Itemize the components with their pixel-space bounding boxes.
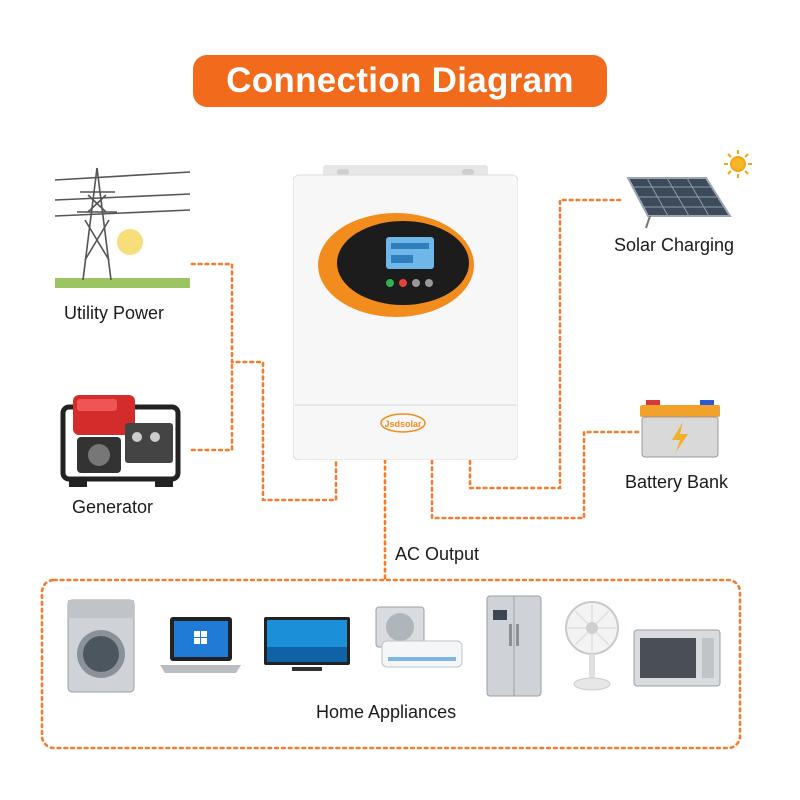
laptop-icon [158,615,243,677]
svg-text:Jsdsolar: Jsdsolar [384,419,422,429]
generator-icon [55,385,190,490]
home-appliances-label: Home Appliances [316,702,457,722]
inverter-unit: Jsdsolar [293,165,518,460]
diagram-title: Connection Diagram [193,55,607,107]
diagram-title-text: Connection Diagram [226,61,574,100]
fan-icon [562,598,622,694]
ac-output-label: AC Output [395,544,480,564]
air-conditioner-icon [370,605,465,680]
battery-bank-label: Battery Bank [625,472,729,492]
generator-label: Generator [72,497,154,517]
solar-wire [468,198,622,490]
utility-wire [190,262,338,502]
washing-machine-icon [66,598,136,694]
appliances-frame [40,578,742,750]
solar-panel-icon [620,150,760,230]
utility-tower-icon [55,150,190,290]
sun-icon [724,150,752,178]
microwave-icon [632,628,722,688]
battery-wire [430,430,640,520]
battery-icon [638,400,723,460]
solar-charging-label: Solar Charging [614,235,735,255]
utility-power-label: Utility Power [64,303,165,323]
tv-icon [262,615,352,677]
refrigerator-icon [485,594,543,698]
generator-wire [190,360,234,452]
